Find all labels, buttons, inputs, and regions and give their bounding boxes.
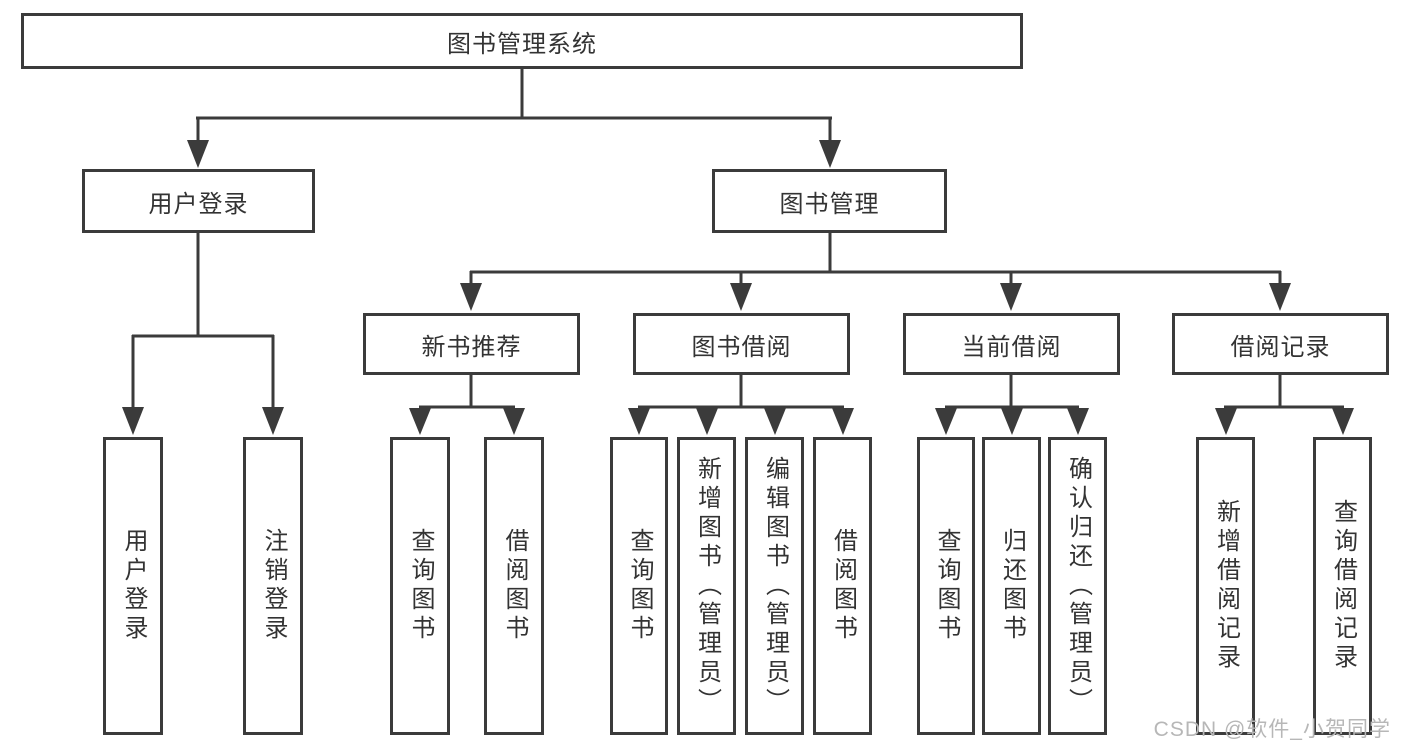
arrowhead-leaf — [935, 408, 957, 435]
arrowhead-leaf — [409, 408, 431, 435]
leaf-return-books: 归还图书 — [982, 437, 1041, 735]
node-label: 新增借阅记录 — [1212, 499, 1240, 673]
arrowhead-leaf — [1067, 408, 1089, 435]
leaf-user-login: 用户登录 — [103, 437, 163, 735]
arrowhead-borrow-record — [1269, 283, 1291, 311]
arrowhead-user-login — [187, 140, 209, 168]
leaf-borrow-books-recommend: 借阅图书 — [484, 437, 544, 735]
arrowhead-leaf — [696, 408, 718, 435]
node-label: 借阅图书 — [829, 528, 857, 644]
leaf-query-borrow-record: 查询借阅记录 — [1313, 437, 1372, 735]
node-label: 借阅记录 — [1230, 333, 1331, 361]
node-new-book-recommend: 新书推荐 — [363, 313, 580, 375]
node-label: 用户登录 — [148, 190, 249, 218]
arrowhead-current-borrow — [1000, 283, 1022, 311]
arrowhead-leaf-logout — [262, 407, 284, 435]
node-label: 归还图书 — [998, 528, 1026, 644]
arrowhead-leaf — [1001, 408, 1023, 435]
leaf-edit-books-admin: 编辑图书（管理员） — [745, 437, 804, 735]
arrowhead-leaf — [1332, 408, 1354, 435]
arrowhead-book-borrow — [730, 283, 752, 311]
node-label: 借阅图书 — [501, 528, 528, 644]
arrowhead-new-book — [460, 283, 482, 311]
node-label: 图书管理系统 — [447, 30, 597, 58]
leaf-confirm-return-admin: 确认归还（管理员） — [1048, 437, 1107, 735]
leaf-borrow-books-borrowing: 借阅图书 — [813, 437, 872, 735]
node-label: 新增图书（管理员） — [693, 455, 721, 717]
node-label: 用户登录 — [120, 528, 147, 644]
node-label: 查询图书 — [933, 528, 960, 644]
node-label: 编辑图书（管理员） — [761, 455, 789, 717]
node-label: 确认归还（管理员） — [1064, 455, 1092, 717]
leaf-logout: 注销登录 — [243, 437, 303, 735]
node-label: 查询图书 — [407, 528, 434, 644]
node-label: 查询借阅记录 — [1329, 499, 1357, 673]
leaf-add-borrow-record: 新增借阅记录 — [1196, 437, 1255, 735]
node-label: 当前借阅 — [961, 333, 1062, 361]
node-book-borrowing: 图书借阅 — [633, 313, 850, 375]
arrowhead-leaf — [1215, 408, 1237, 435]
node-label: 新书推荐 — [421, 333, 522, 361]
arrowhead-leaf — [832, 408, 854, 435]
node-borrowing-records: 借阅记录 — [1172, 313, 1389, 375]
node-label: 注销登录 — [260, 528, 287, 644]
arrowhead-leaf — [503, 408, 525, 435]
csdn-watermark: CSDN @软件_小贺同学 — [1153, 718, 1391, 741]
leaf-query-books-recommend: 查询图书 — [390, 437, 450, 735]
arrowhead-leaf-user-login — [122, 407, 144, 435]
node-current-borrowing: 当前借阅 — [903, 313, 1120, 375]
node-label: 查询图书 — [626, 528, 653, 644]
node-user-login: 用户登录 — [82, 169, 315, 233]
node-label: 图书借阅 — [691, 333, 792, 361]
leaf-query-books-borrowing: 查询图书 — [610, 437, 668, 735]
leaf-query-books-current: 查询图书 — [917, 437, 975, 735]
node-book-management-system: 图书管理系统 — [21, 13, 1023, 69]
leaf-add-books-admin: 新增图书（管理员） — [677, 437, 736, 735]
arrowhead-leaf — [764, 408, 786, 435]
node-book-management: 图书管理 — [712, 169, 947, 233]
node-label: 图书管理 — [779, 190, 880, 218]
arrowhead-book-mgmt — [819, 140, 841, 168]
arrowhead-leaf — [628, 408, 650, 435]
